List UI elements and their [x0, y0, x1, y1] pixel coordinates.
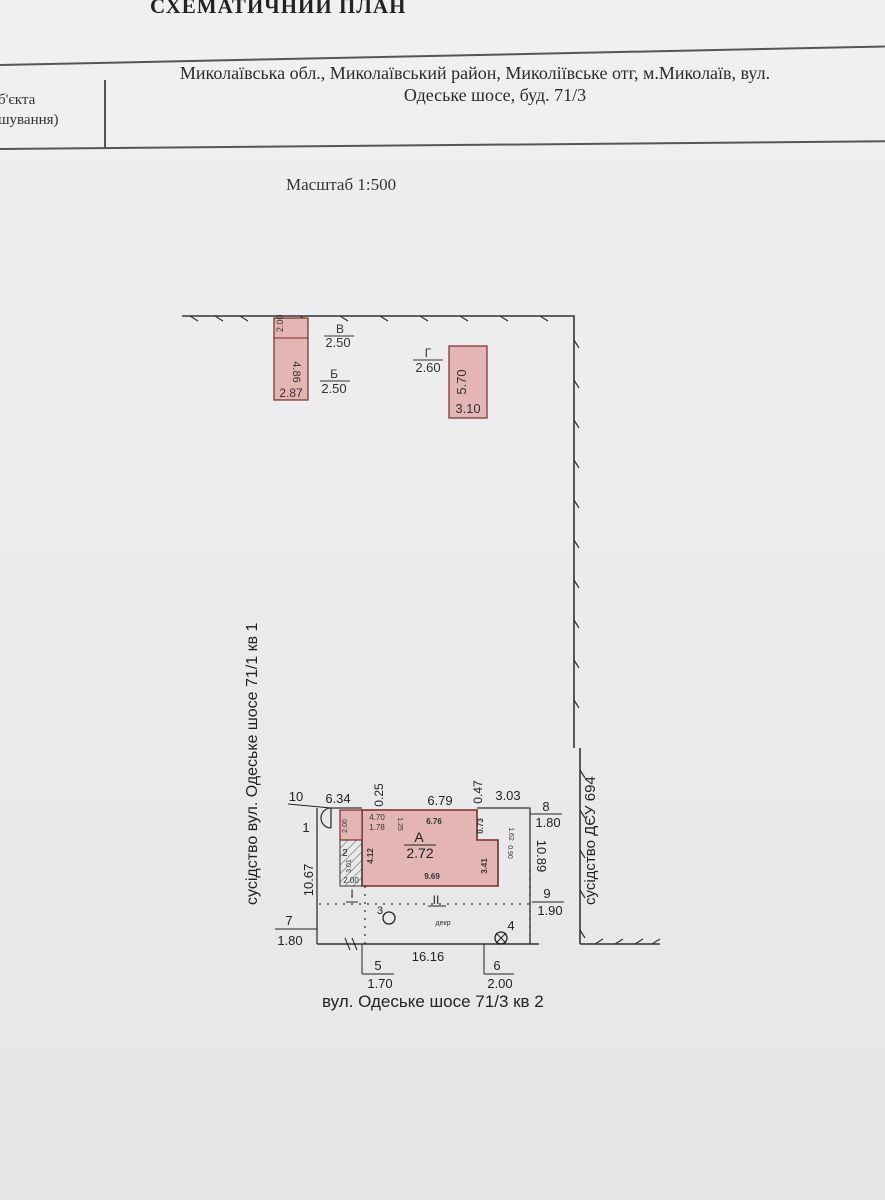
neighbor-bottom-label: вул. Одеське шосе 71/3 кв 2: [322, 992, 544, 1011]
g-len-dim: 5.70: [454, 369, 469, 394]
building-letter: А: [414, 829, 424, 845]
scale-label: Масштаб 1:500: [286, 175, 397, 194]
svg-text:I: I: [350, 887, 353, 901]
svg-text:6.76: 6.76: [426, 817, 442, 826]
header-column-divider: [104, 80, 106, 148]
svg-text:2.00: 2.00: [343, 876, 359, 885]
label-b-height: 2.50: [321, 381, 346, 396]
neighbor-left-label: сусідство вул. Одеське шосе 71/1 кв 1: [244, 622, 261, 905]
label-g-letter: Г: [425, 346, 432, 360]
well-4-icon: [494, 931, 508, 945]
document-title: СХЕМАТИЧНИЙ ПЛАН: [150, 0, 407, 18]
label-b-letter: Б: [330, 367, 338, 381]
svg-text:3.41: 3.41: [480, 858, 489, 874]
svg-text:1.70: 1.70: [367, 976, 392, 991]
small-len-dim: 4.86: [290, 361, 302, 382]
svg-text:4.70: 4.70: [369, 813, 385, 822]
svg-text:8: 8: [542, 799, 549, 814]
svg-text:4.12: 4.12: [366, 848, 375, 864]
svg-text:9: 9: [543, 886, 550, 901]
svg-text:2.00: 2.00: [342, 819, 349, 833]
svg-text:1.80: 1.80: [277, 933, 302, 948]
boundary-ticks: [189, 315, 661, 945]
svg-text:1.25: 1.25: [396, 817, 403, 831]
outbuilding-g: [448, 345, 488, 419]
svg-text:2: 2: [342, 848, 348, 859]
svg-text:0.73: 0.73: [476, 818, 485, 834]
g-w-dim: 3.10: [455, 401, 480, 416]
svg-text:1.62: 1.62: [507, 827, 514, 841]
header-address: Миколаївська обл., Миколаївський район, …: [179, 63, 771, 105]
label-v-letter: В: [336, 322, 344, 336]
svg-text:1.80: 1.80: [535, 815, 560, 830]
svg-text:6.79: 6.79: [427, 793, 452, 808]
svg-text:0.90: 0.90: [506, 845, 513, 859]
svg-text:3.01: 3.01: [346, 859, 353, 873]
svg-text:3: 3: [377, 905, 383, 917]
gate-arc: [320, 807, 332, 829]
svg-text:1.90: 1.90: [537, 903, 562, 918]
svg-text:10.67: 10.67: [301, 864, 316, 897]
building-height: 2.72: [406, 845, 433, 861]
svg-text:2.00: 2.00: [487, 976, 512, 991]
yard-outline: [316, 807, 531, 944]
svg-text:0.25: 0.25: [372, 783, 386, 807]
header-left-label: б'єкта шування): [0, 92, 59, 128]
svg-text:10: 10: [289, 789, 303, 804]
svg-text:16.16: 16.16: [412, 949, 445, 964]
svg-text:4: 4: [507, 918, 514, 933]
neighbor-right-label: сусідство ДЄУ 694: [582, 776, 599, 905]
well-3-icon: [382, 911, 396, 925]
label-g-height: 2.60: [415, 360, 440, 375]
svg-text:1.78: 1.78: [369, 823, 385, 832]
svg-text:3.03: 3.03: [495, 788, 520, 803]
svg-text:6.34: 6.34: [325, 791, 350, 806]
outbuilding-b: [273, 317, 309, 401]
svg-text:0.47: 0.47: [471, 780, 485, 804]
svg-text:5: 5: [374, 958, 381, 973]
small-w-dim: 2.87: [279, 386, 303, 400]
label-v-height: 2.50: [325, 335, 350, 350]
svg-text:декр: декр: [436, 920, 451, 927]
svg-text:1: 1: [302, 820, 309, 835]
svg-text:10.89: 10.89: [534, 840, 549, 873]
small-top-dim: 2.00: [275, 314, 285, 332]
svg-text:7: 7: [285, 913, 292, 928]
svg-text:6: 6: [493, 958, 500, 973]
svg-text:9.69: 9.69: [424, 872, 440, 881]
svg-text:II: II: [433, 893, 440, 907]
